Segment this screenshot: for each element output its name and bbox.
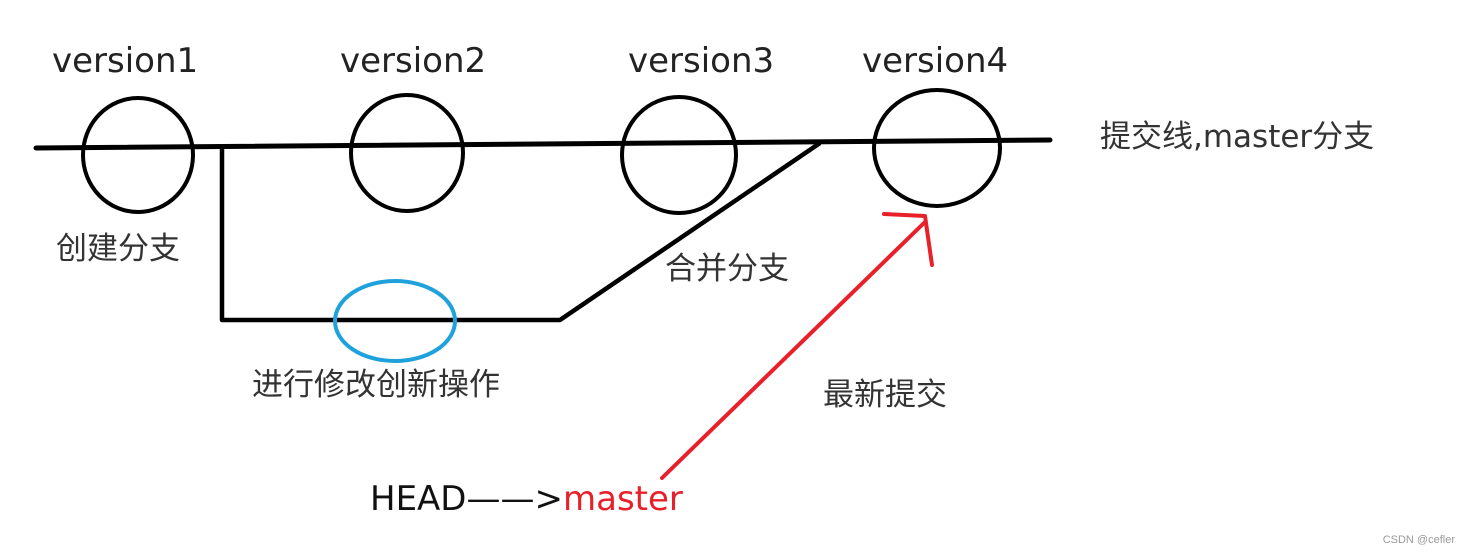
version-label-3: version3 [628, 41, 775, 81]
version-label-2: version2 [340, 41, 487, 81]
merge-branch-label: 合并分支 [665, 251, 789, 287]
master-commit-line [33, 137, 1053, 151]
version-label-1: version1 [52, 41, 199, 81]
watermark: CSDN @cefler [1382, 534, 1455, 546]
head-pointer-label: HEAD——>master [370, 482, 683, 516]
commit-line-label: 提交线,master分支 [1100, 119, 1375, 155]
commit-node-version3 [620, 95, 738, 215]
modify-operations-label: 进行修改创新操作 [252, 367, 500, 403]
branch-work-marker [333, 279, 457, 363]
master-text: master [562, 479, 683, 519]
commit-node-version1 [81, 96, 195, 214]
commit-node-version2 [349, 93, 465, 213]
latest-commit-label: 最新提交 [823, 377, 947, 413]
version-label-4: version4 [862, 41, 1009, 81]
feature-branch-path [219, 141, 822, 323]
master-pointer-arrow [660, 220, 927, 480]
arrow-head-icon [882, 212, 934, 267]
head-text: HEAD——> [370, 479, 563, 519]
commit-node-version4 [872, 88, 1002, 208]
create-branch-label: 创建分支 [56, 231, 180, 267]
